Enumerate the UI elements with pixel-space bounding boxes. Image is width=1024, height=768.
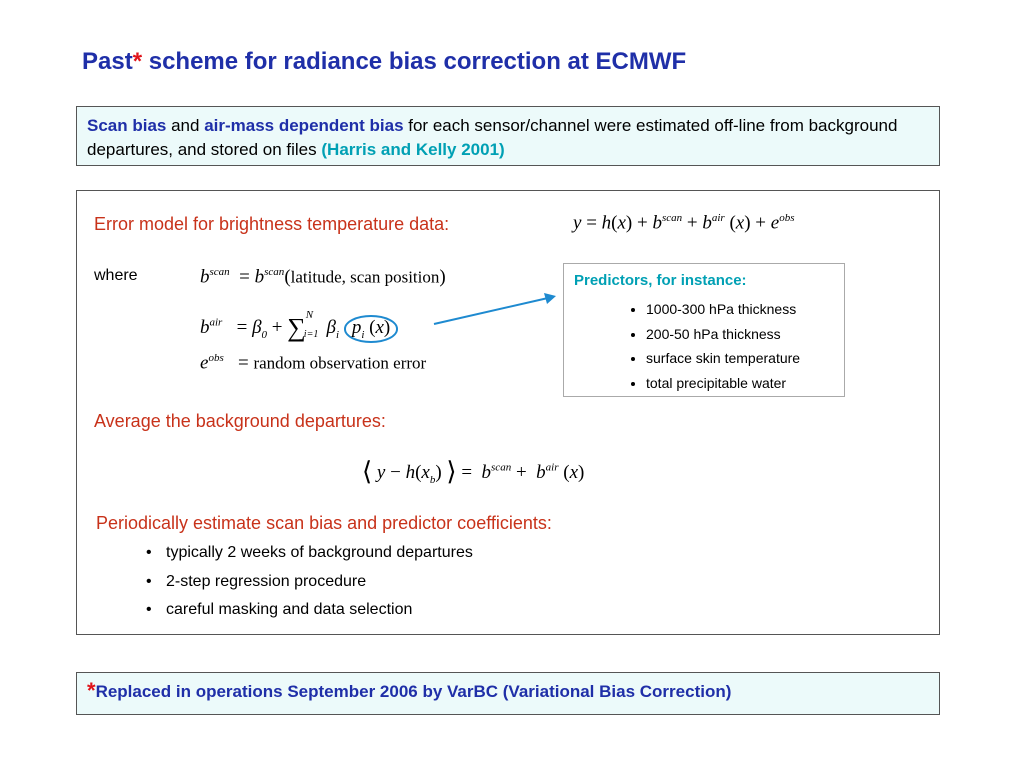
- title-asterisk: *: [132, 48, 143, 75]
- title-rest: scheme for radiance bias correction at E…: [142, 48, 687, 75]
- obs-error-description: random observation error: [253, 353, 427, 373]
- scan-bias-arguments: latitude, scan position: [290, 267, 440, 287]
- list-item: total precipitable water: [646, 371, 834, 396]
- scan-bias-term: Scan bias: [87, 116, 167, 135]
- periodic-heading: Periodically estimate scan bias and pred…: [96, 513, 552, 533]
- average-equation: ⟨ y − h(xb) ⟩ = bscan + bair (x): [362, 457, 585, 486]
- error-model-heading: Error model for brightness temperature d…: [94, 214, 450, 234]
- predictors-box: Predictors, for instance: 1000-300 hPa t…: [563, 263, 845, 397]
- list-item: 200-50 hPa thickness: [646, 322, 834, 347]
- intro-text: for each sensor/channel were estimated o…: [87, 116, 898, 159]
- list-item: 1000-300 hPa thickness: [646, 297, 834, 322]
- list-item: typically 2 weeks of background departur…: [142, 539, 473, 568]
- title-text: Past: [82, 48, 133, 75]
- air-mass-bias-term: air-mass dependent bias: [204, 116, 404, 135]
- footnote-box: *Replaced in operations September 2006 b…: [76, 672, 940, 715]
- citation: (Harris and Kelly 2001): [321, 140, 505, 159]
- predictors-heading: Predictors, for instance:: [574, 272, 747, 289]
- predictor-highlight: pi (x): [343, 315, 399, 343]
- obs-error-equation: eobs = random observation error: [200, 352, 427, 374]
- where-label: where: [94, 267, 138, 284]
- slide-title: Past* scheme for radiance bias correctio…: [82, 48, 686, 76]
- predictors-list: 1000-300 hPa thickness 200-50 hPa thickn…: [574, 297, 834, 395]
- intro-and: and: [166, 116, 205, 135]
- periodic-list: typically 2 weeks of background departur…: [142, 539, 473, 625]
- list-item: 2-step regression procedure: [142, 568, 473, 597]
- intro-box: Scan bias and air-mass dependent bias fo…: [76, 106, 940, 166]
- error-model-equation: y = h(x) + bscan + bair (x) + eobs: [573, 212, 795, 234]
- list-item: careful masking and data selection: [142, 596, 473, 625]
- average-heading: Average the background departures:: [94, 411, 386, 431]
- arrow-connector: [433, 293, 556, 325]
- footnote-text: Replaced in operations September 2006 by…: [95, 682, 732, 701]
- footnote-asterisk: *: [87, 678, 96, 703]
- list-item: surface skin temperature: [646, 346, 834, 371]
- scan-bias-equation: bscan = bscan(latitude, scan position): [200, 266, 446, 288]
